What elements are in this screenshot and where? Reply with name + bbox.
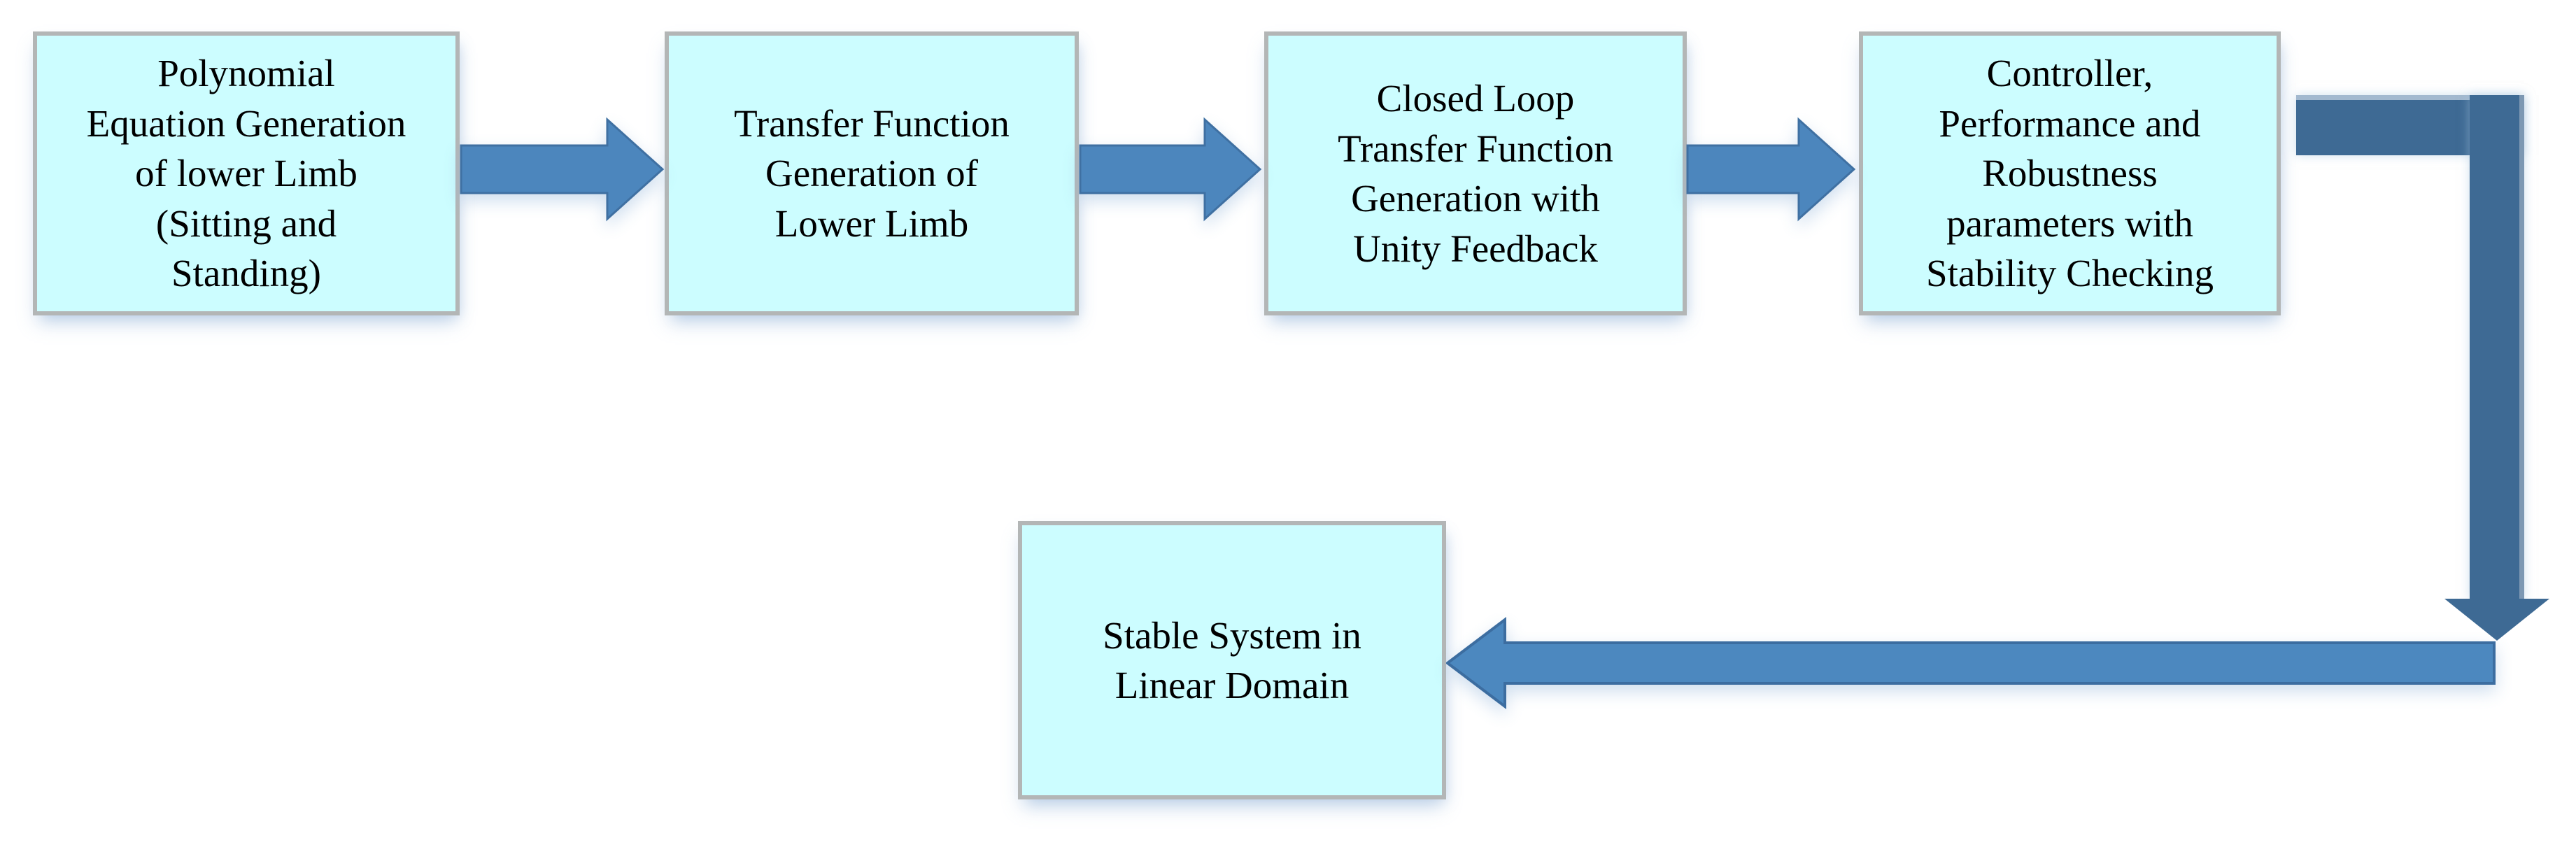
elbow-connector-vertical xyxy=(2470,95,2524,600)
left-arrow-icon xyxy=(1446,617,2496,709)
flow-box-polynomial-equation-generation: Polynomial Equation Generation of lower … xyxy=(33,31,460,315)
right-arrow-icon xyxy=(1686,117,1856,222)
right-arrow-icon xyxy=(460,117,665,222)
down-arrowhead-icon xyxy=(2444,599,2549,641)
flow-box-closed-loop-transfer-function: Closed Loop Transfer Function Generation… xyxy=(1264,31,1687,315)
flow-box-transfer-function-generation: Transfer Function Generation of Lower Li… xyxy=(665,31,1079,315)
right-arrow-icon xyxy=(1079,117,1262,222)
flow-box-controller-performance-robustness: Controller, Performance and Robustness p… xyxy=(1859,31,2281,315)
flow-box-stable-system: Stable System in Linear Domain xyxy=(1018,521,1446,799)
